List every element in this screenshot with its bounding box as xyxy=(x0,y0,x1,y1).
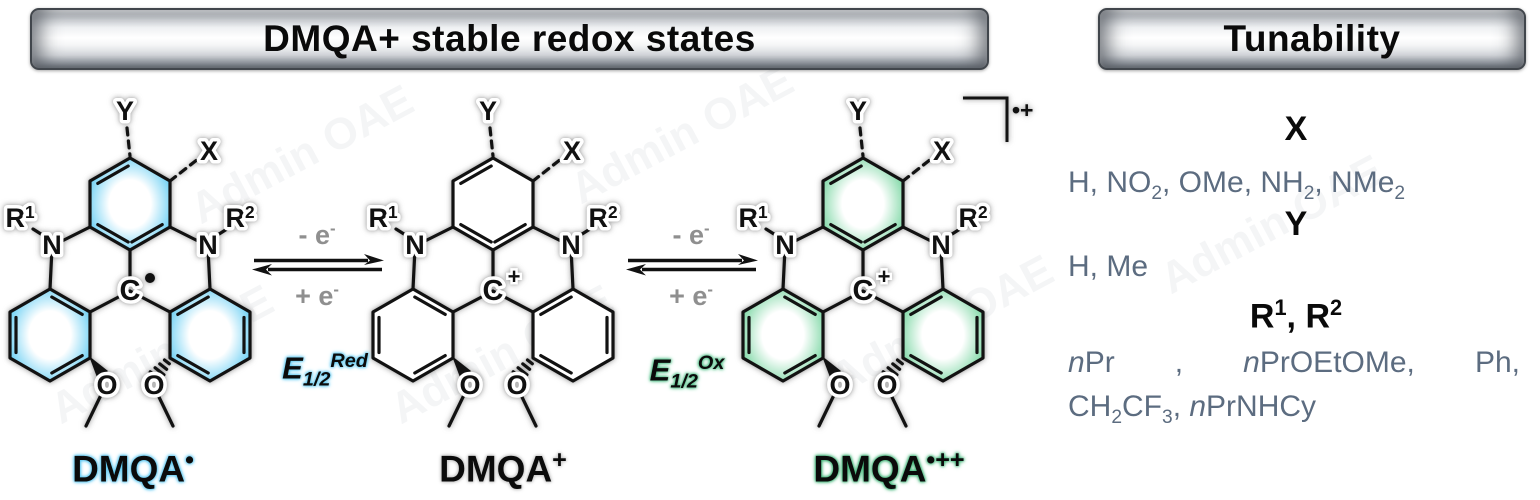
tunability-y-values: H, Me xyxy=(1068,250,1149,283)
molecule-dmqa-radical-dication: Y X N N R1 R2 C + O O •+ xyxy=(735,93,1033,428)
atom-label-r2: R2 xyxy=(225,202,254,233)
electron-loss-label-2: - e- xyxy=(672,219,710,250)
electron-gain-label-1: + e- xyxy=(295,280,339,311)
tunability-x-values: H, NO2, OMe, NH2, NMe2 xyxy=(1068,166,1406,204)
radical-dot xyxy=(145,273,155,283)
structure-name-dmqa-radical: DMQA• xyxy=(72,446,194,490)
banner-main-title: DMQA+ stable redox states xyxy=(263,18,756,59)
atom-label-x: X xyxy=(563,136,581,166)
tunability-y-title: Y xyxy=(1284,205,1308,243)
molecule-dmqa-cation: Y X N N R1 R2 C + O O xyxy=(365,93,621,428)
atom-label-c-center: C xyxy=(120,275,141,307)
atom-label-c-center: C xyxy=(853,275,874,307)
atom-label-n-left: N xyxy=(42,230,62,260)
tunability-x-title: X xyxy=(1284,110,1308,148)
atom-label-n-right: N xyxy=(561,230,581,260)
atom-label-o-right: O xyxy=(506,370,527,400)
atom-label-y: Y xyxy=(479,96,497,126)
e-half-ox-label: E1/2Ox xyxy=(649,352,725,393)
banner-tunability: Tunability xyxy=(1098,8,1526,70)
molecule-dmqa-radical: Y X N N R1 R2 C + O O xyxy=(2,93,258,428)
atom-label-n-right: N xyxy=(198,230,218,260)
equilibrium-arrow-1 xyxy=(252,254,384,276)
structure-name-dmqa-cation: DMQA+ xyxy=(439,446,567,490)
atom-label-x: X xyxy=(933,136,951,166)
atom-label-r2: R2 xyxy=(958,202,987,233)
atom-label-n-left: N xyxy=(775,230,795,260)
tunability-r-values-line1: nPr , nPrOEtOMe, Ph, xyxy=(1068,346,1524,380)
r-token: Ph, xyxy=(1474,346,1520,379)
atom-label-o-left: O xyxy=(829,370,850,400)
atom-label-o-left: O xyxy=(459,370,480,400)
atom-label-n-left: N xyxy=(405,230,425,260)
atom-label-r1: R1 xyxy=(368,202,398,233)
atom-label-y: Y xyxy=(116,96,134,126)
atom-label-r1: R1 xyxy=(738,202,768,233)
bracket-charge-label: •+ xyxy=(1012,97,1033,123)
banner-redox-states: DMQA+ stable redox states xyxy=(30,8,989,70)
electron-gain-label-2: + e- xyxy=(669,280,713,311)
structure-name-dmqa-radical-dication: DMQA•++ xyxy=(813,446,965,490)
equilibrium-arrow-2 xyxy=(626,254,758,276)
atom-label-r2: R2 xyxy=(588,202,617,233)
charge-plus: + xyxy=(508,264,521,289)
banner-right-title: Tunability xyxy=(1223,18,1401,59)
atom-label-c-center: C xyxy=(483,275,504,307)
atom-label-o-left: O xyxy=(96,370,117,400)
electron-loss-label-1: - e- xyxy=(298,219,336,250)
atom-label-n-right: N xyxy=(931,230,951,260)
r-token: nPrOEtOMe, xyxy=(1243,346,1415,379)
atom-label-r1: R1 xyxy=(5,202,35,233)
r-token: nPr xyxy=(1068,346,1115,379)
tunability-r-values-line2: CH2CF3, nPrNHCy xyxy=(1068,390,1317,428)
charge-bracket xyxy=(963,96,1009,142)
atom-label-y: Y xyxy=(849,96,867,126)
e-half-red-label: E1/2Red xyxy=(282,350,368,391)
charge-plus: + xyxy=(878,264,891,289)
atom-label-o-right: O xyxy=(143,370,164,400)
tunability-r-title: R1, R2 xyxy=(1249,295,1343,336)
r-token: , xyxy=(1174,346,1184,379)
atom-label-x: X xyxy=(200,136,218,166)
atom-label-o-right: O xyxy=(876,370,897,400)
